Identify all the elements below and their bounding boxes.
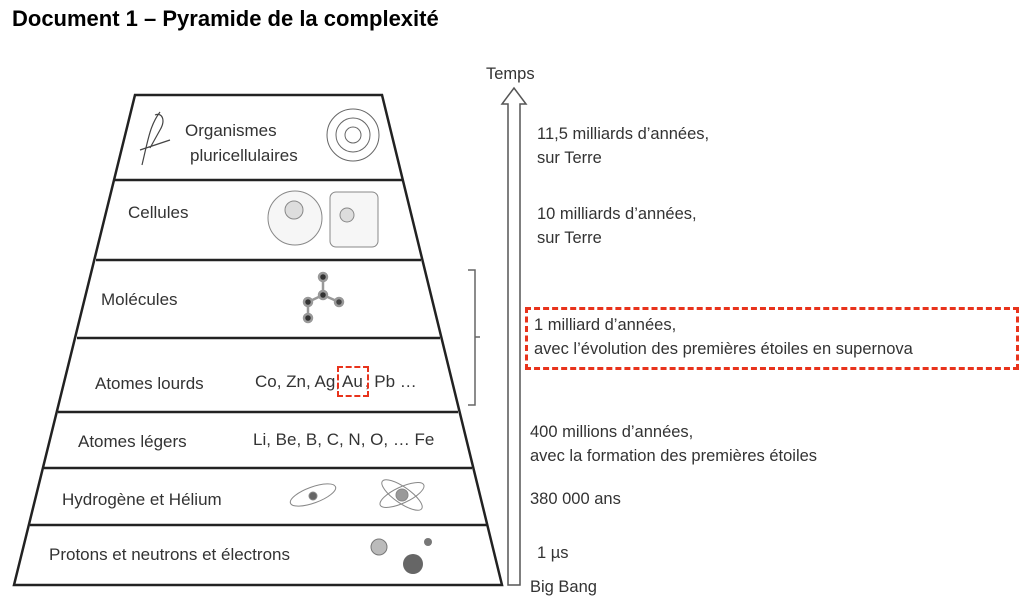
time-line: sur Terre [537, 229, 602, 247]
time-line: avec la formation des premières étoiles [530, 447, 818, 465]
layer-dividers [30, 178, 487, 527]
bird-icon [139, 111, 171, 166]
hydrogen-atom-icon [289, 483, 337, 507]
molecule-icon [302, 271, 345, 324]
time-line: 400 millions d’années, [530, 423, 694, 441]
helium-atom-icon [379, 479, 425, 511]
layer-protons: Protons et neutrons et électrons [49, 545, 290, 564]
particles-icon [370, 538, 432, 574]
time-line: 11,5 milliards d’années, [537, 125, 710, 143]
time-line: 1 milliard d’années, [534, 316, 677, 334]
time-arrow [500, 86, 528, 586]
time-first-stars: 400 millions d’années, avec la formation … [530, 420, 817, 468]
layer-organismes: Organismes pluricellulaires [185, 118, 298, 168]
time-line: sur Terre [537, 149, 602, 167]
layer-label: Organismes [185, 121, 277, 140]
plant-cell-icon [329, 191, 379, 248]
heavy-elements: Co, Zn, Ag,Au, Pb … [255, 366, 417, 397]
elements-text: , Pb … [364, 372, 417, 391]
document-title: Document 1 – Pyramide de la complexité [12, 6, 439, 31]
layer-hydrogene-helium: Hydrogène et Hélium [62, 490, 222, 509]
highlight-box [337, 366, 369, 397]
animal-cell-icon [267, 190, 323, 246]
highlight-au: Au [337, 366, 369, 397]
highlight-supernova-box [525, 307, 1019, 370]
axis-top-label: Temps [486, 65, 535, 83]
pyramid-outline [12, 93, 504, 587]
time-supernova: 1 milliard d’années, avec l’évolution des… [534, 313, 913, 361]
time-line: avec l’évolution des premières étoiles e… [534, 340, 913, 358]
time-1us: 1 µs [537, 544, 569, 562]
axis-bottom-label: Big Bang [530, 578, 597, 596]
bracket [468, 269, 480, 406]
layer-atomes-legers: Atomes légers [78, 432, 187, 451]
layer-molecules: Molécules [101, 290, 178, 309]
time-cellules: 10 milliards d’années, sur Terre [537, 202, 697, 250]
layer-cellules: Cellules [128, 203, 189, 222]
time-line: 10 milliards d’années, [537, 205, 697, 223]
elements-text: Co, Zn, Ag, [255, 372, 341, 391]
time-380000: 380 000 ans [530, 490, 621, 508]
time-organismes: 11,5 milliards d’années, sur Terre [537, 122, 709, 170]
layer-atomes-lourds: Atomes lourds [95, 374, 204, 393]
flower-icon [326, 108, 380, 162]
highlight-text: Au [342, 372, 363, 391]
light-elements: Li, Be, B, C, N, O, … Fe [253, 430, 435, 449]
layer-label: pluricellulaires [190, 146, 298, 165]
